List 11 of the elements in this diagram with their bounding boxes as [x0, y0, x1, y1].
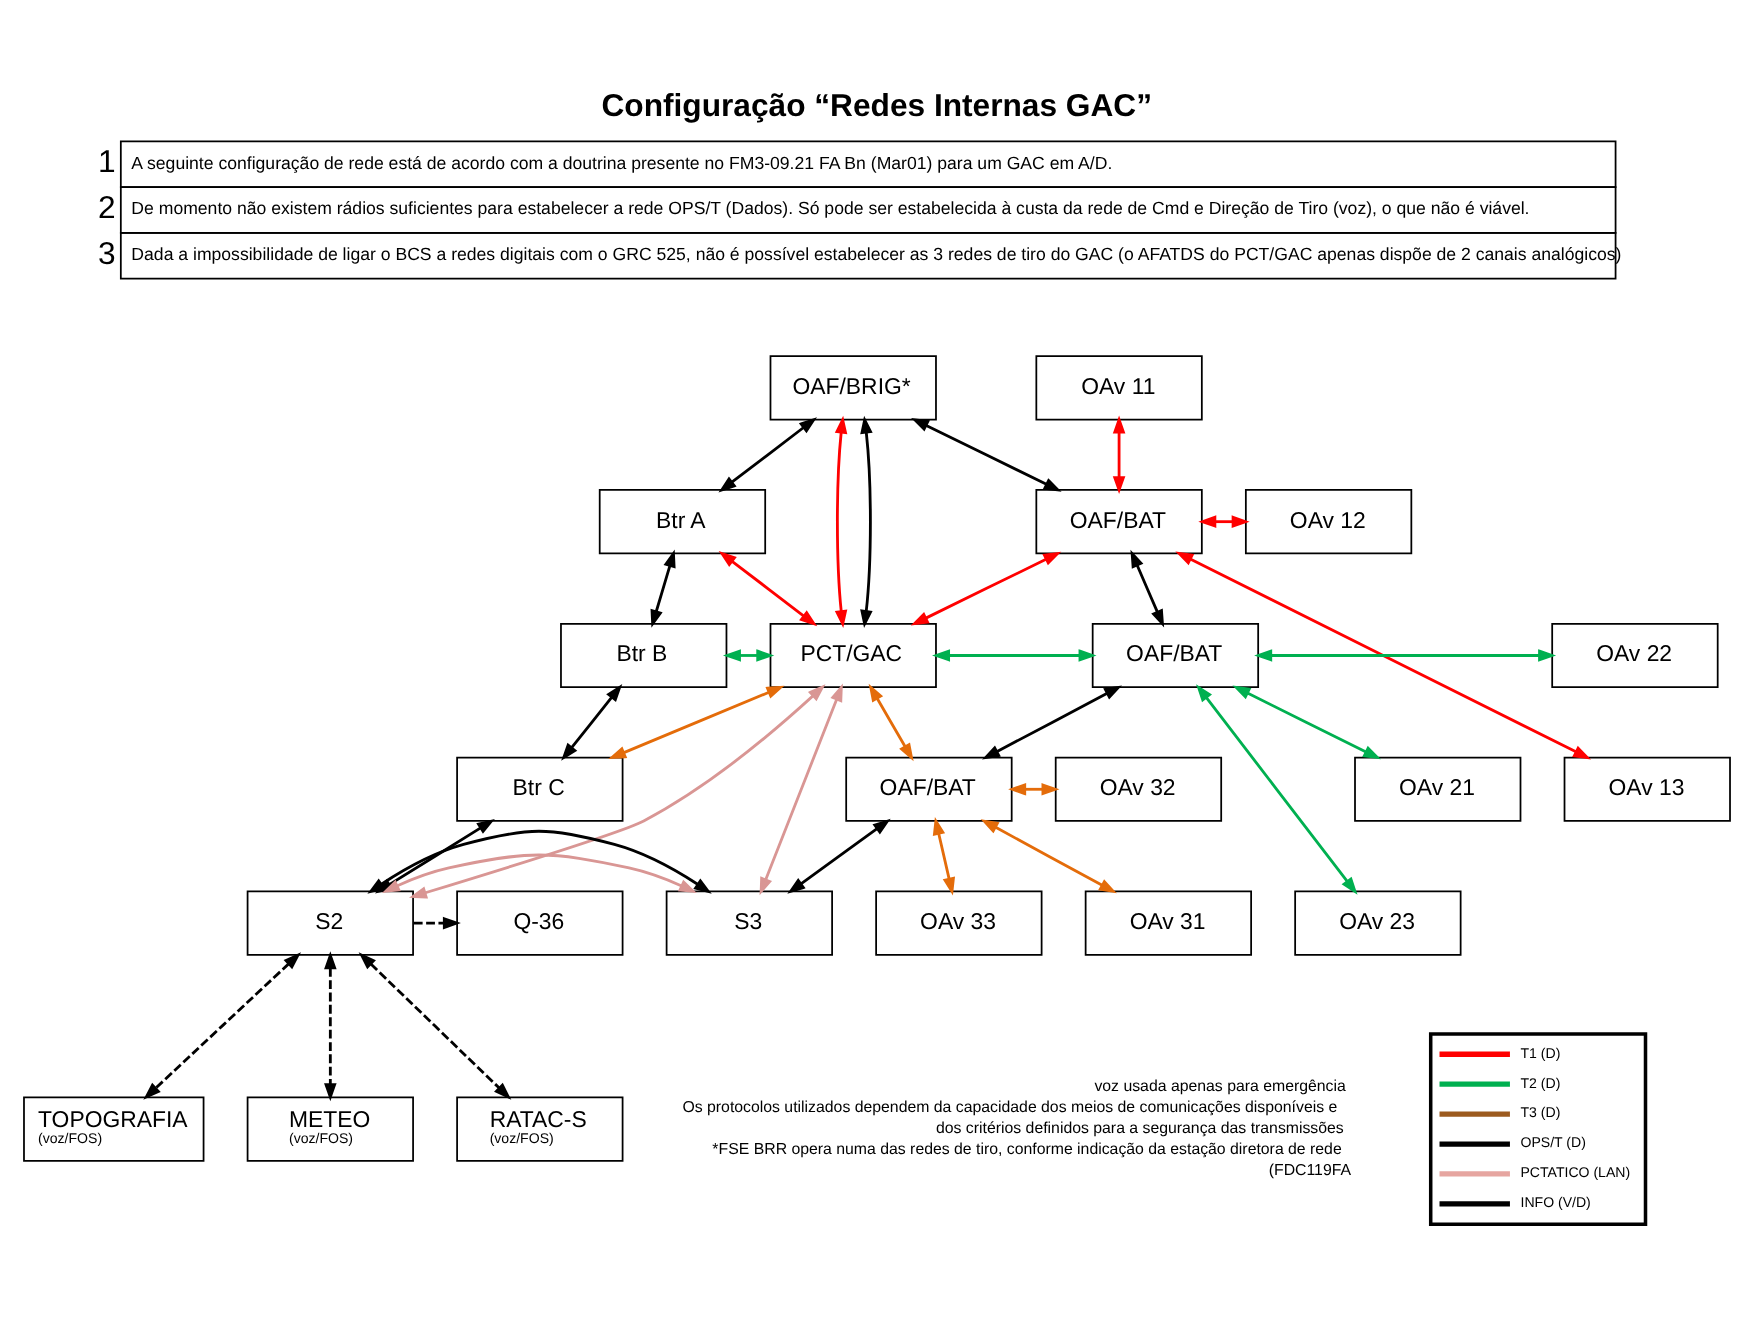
- label: *FSE BRR opera numa das redes de tiro, conforme indicação da estação diretora de rede: [712, 1140, 1342, 1159]
- label: dos critérios definidos para a segurança das transmissões: [935, 1118, 1344, 1137]
- label: De momento não existem rádios suficientes para estabelecer a rede OPS/T (Dados). Só pode ser estabelecida à custa da rede de Cmd e Direção de Tiro (voz), o que não é viável.: [131, 198, 1530, 219]
- label: Os protocolos utilizados dependem da capacidade dos meios de comunicações disponíveis e: [682, 1097, 1338, 1116]
- label: 2: [97, 191, 116, 226]
- label: 1: [97, 146, 116, 181]
- label: A seguinte configuração de rede está de acordo com a doutrina presente no FM3-09.21 FA Bn (Mar01) para um GAC em A/D.: [131, 152, 1113, 173]
- label: voz usada apenas para emergência: [1094, 1076, 1346, 1095]
- diagram-title: Configuração “Redes Internas GAC”: [601, 89, 1153, 124]
- label: 3: [97, 237, 116, 272]
- label: (FDC119FA: [1268, 1161, 1352, 1180]
